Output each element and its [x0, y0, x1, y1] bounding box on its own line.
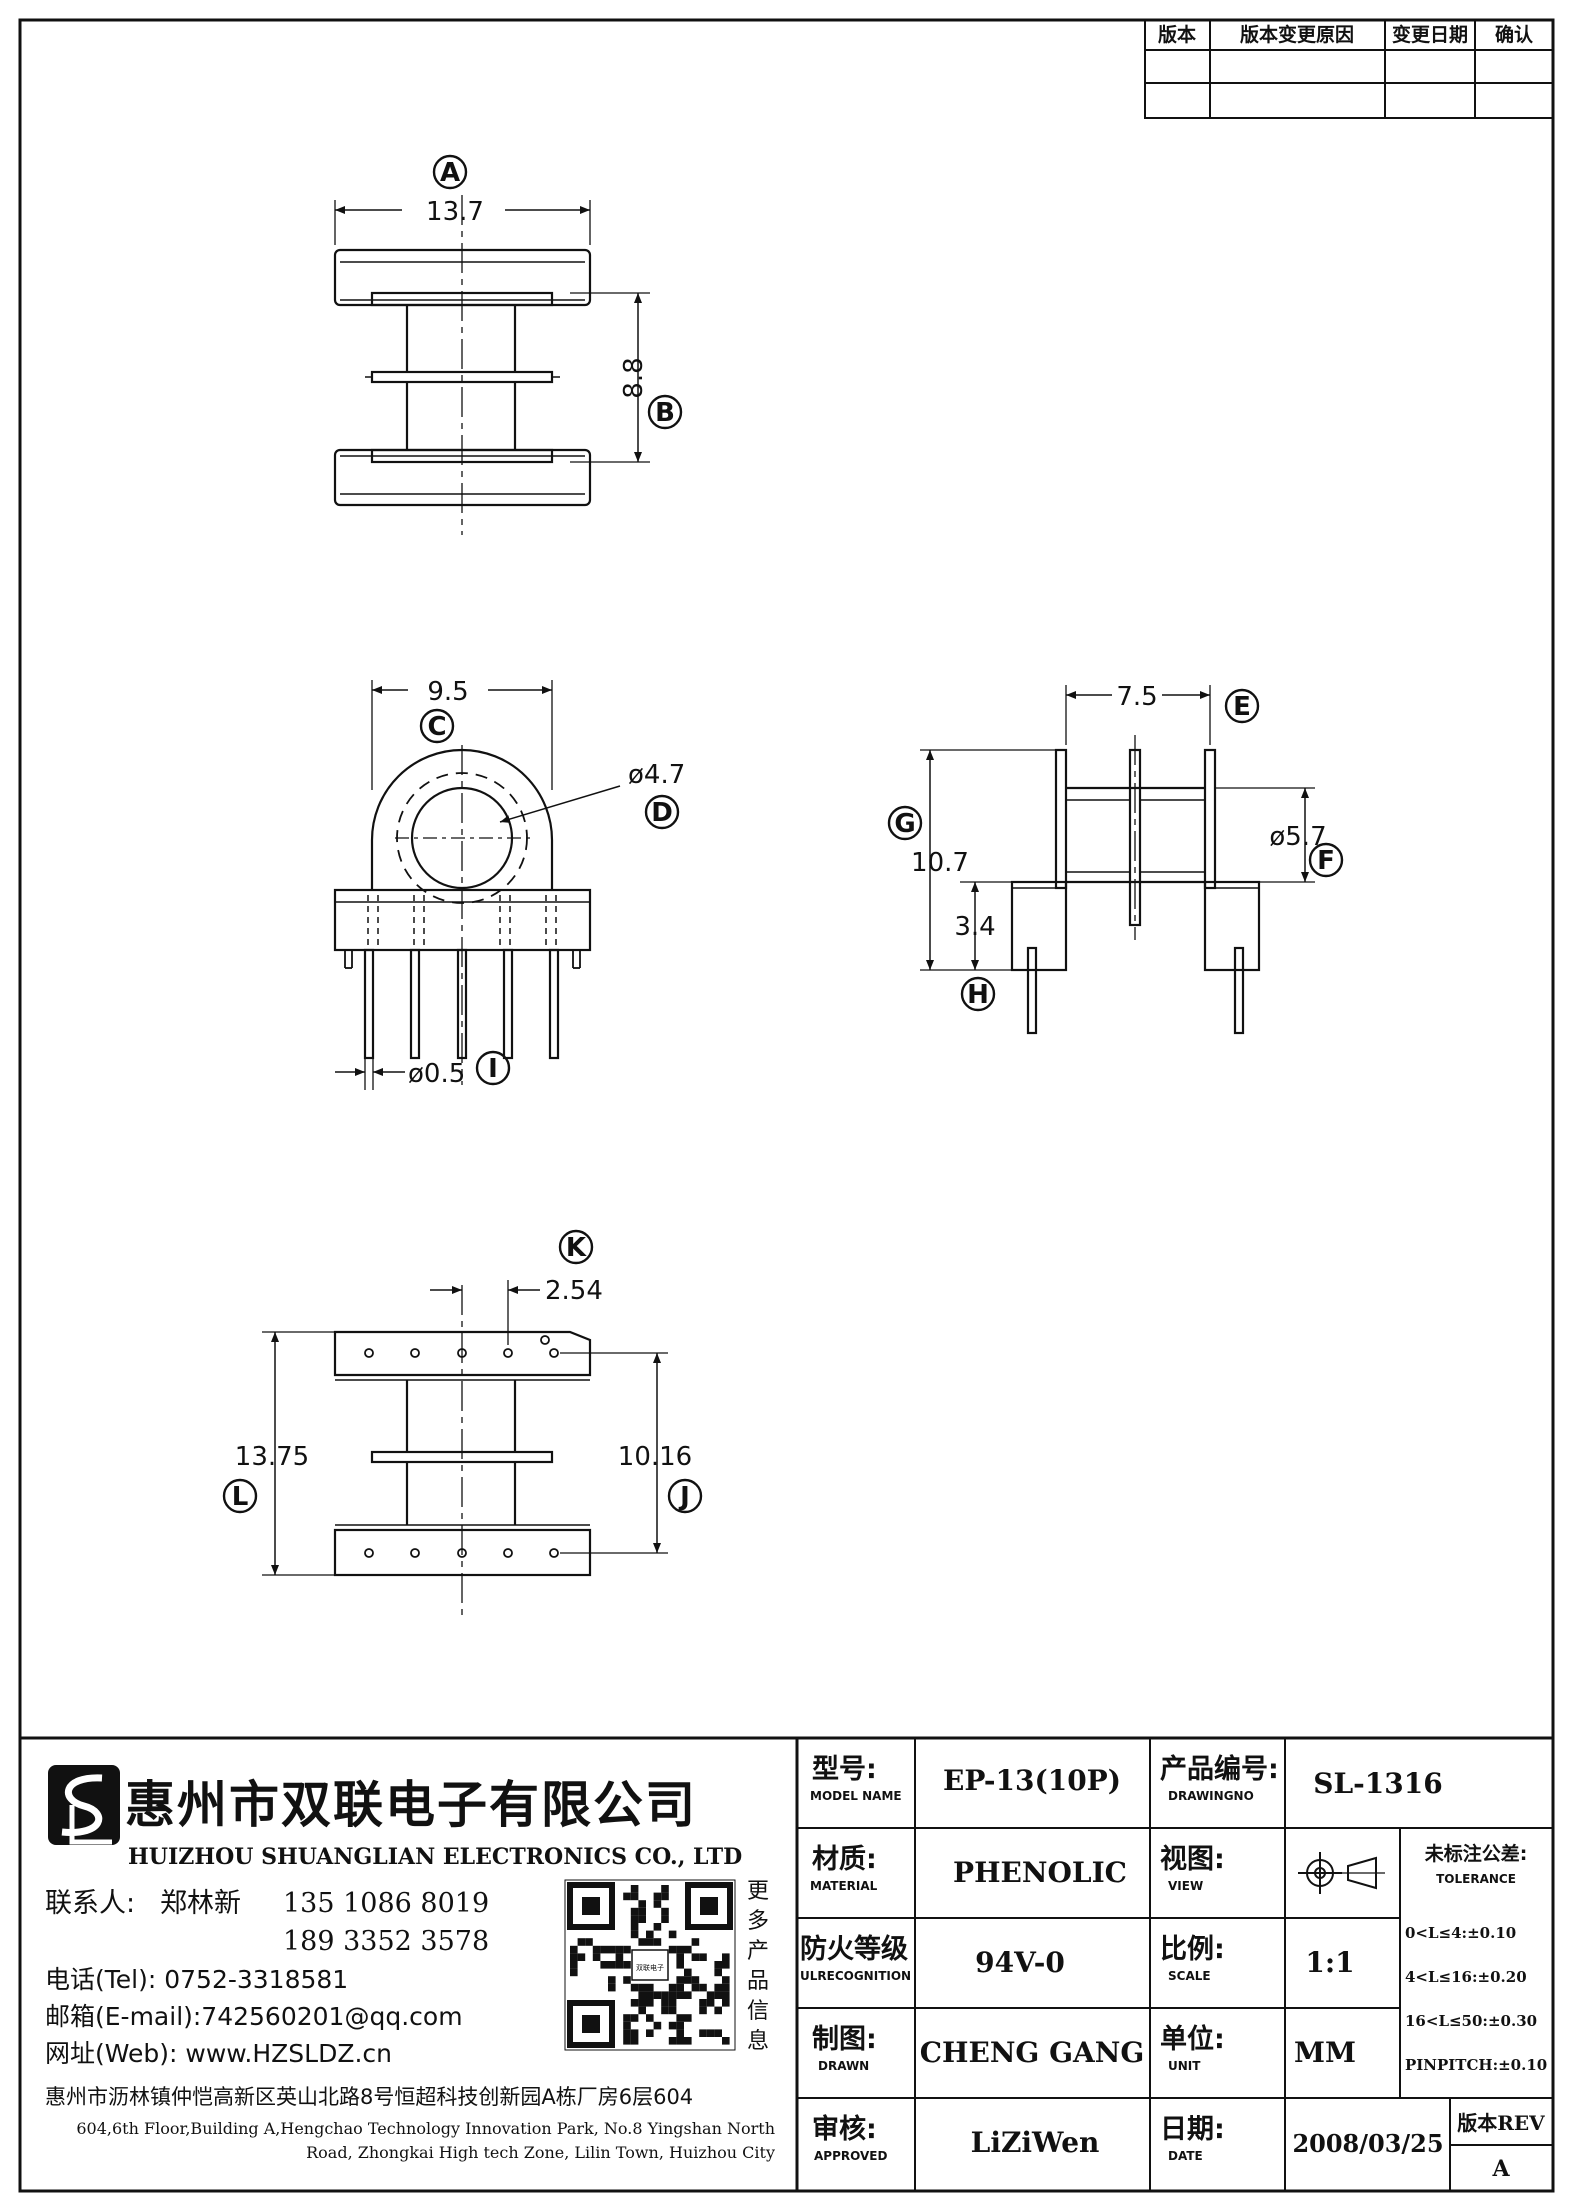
unit-sub: UNIT: [1168, 2059, 1201, 2073]
dim-D-label: D: [651, 798, 673, 828]
material-value: PHENOLIC: [953, 1856, 1127, 1889]
dim-L-value: 13.75: [235, 1442, 309, 1472]
material-label: 材质:: [812, 1844, 877, 1875]
date-label: 日期:: [1160, 2114, 1225, 2145]
dim-I-label: I: [488, 1054, 498, 1084]
address-cn: 惠州市沥林镇仲恺高新区英山北路8号恒超科技创新园A栋厂房6层604: [45, 2085, 693, 2109]
drawing-border: [18, 18, 1555, 2193]
company-logo-icon: [48, 1765, 120, 1845]
svg-text:双联电子: 双联电子: [636, 1963, 664, 1972]
address-en-line-1: 604,6th Floor,Building A,Hengchao Techno…: [76, 2119, 775, 2138]
contact-web: 网址(Web): www.HZSLDZ.cn: [45, 2039, 392, 2068]
date-value: 2008/03/25: [1292, 2129, 1443, 2158]
svg-text:品: 品: [747, 1969, 769, 1994]
tolerance-2: 4<L≤16:±0.20: [1405, 1968, 1527, 1986]
drawingno-value: SL-1316: [1313, 1767, 1442, 1800]
tolerance-1: 0<L≤4:±0.10: [1405, 1924, 1516, 1942]
revision-header-version: 版本: [1158, 23, 1196, 46]
ul-value: 94V-0: [975, 1946, 1065, 1979]
rev-label: 版本REV: [1457, 2111, 1545, 2135]
contact-phone-2: 189 3352 3578: [283, 1926, 489, 1957]
model-label: 型号:: [812, 1754, 877, 1785]
qr-center-badge: 双联电子: [631, 1949, 669, 1981]
address-en-line-2: Road, Zhongkai High tech Zone, Lilin Tow…: [306, 2143, 775, 2162]
model-sub: MODEL NAME: [810, 1789, 902, 1803]
dim-E-label: E: [1233, 692, 1251, 722]
material-sub: MATERIAL: [810, 1879, 878, 1893]
svg-text:信: 信: [747, 1999, 769, 2024]
dim-F-value: ø5.7: [1269, 822, 1326, 852]
view-label: 视图:: [1160, 1844, 1225, 1875]
drawingno-sub: DRAWINGNO: [1168, 1789, 1254, 1803]
approved-sub: APPROVED: [814, 2149, 887, 2163]
top-view: [333, 154, 683, 535]
dim-C-value: 9.5: [427, 677, 468, 707]
title-block-grid: [20, 1736, 1553, 2191]
tolerance-label: 未标注公差:: [1424, 1842, 1528, 1865]
dim-J-label: J: [678, 1482, 690, 1512]
drawn-value: CHENG GANG: [920, 2036, 1144, 2069]
projection-view-icon: [1298, 1852, 1385, 1894]
revision-header-confirm: 确认: [1495, 23, 1533, 46]
drawn-sub: DRAWN: [818, 2059, 869, 2073]
scale-label: 比例:: [1160, 1934, 1225, 1965]
tolerance-4: PINPITCH:±0.10: [1405, 2056, 1547, 2074]
contact-phone-1: 135 1086 8019: [283, 1888, 489, 1919]
revision-header-date: 变更日期: [1392, 23, 1468, 46]
svg-text:产: 产: [747, 1939, 769, 1964]
contact-name: 郑林新: [160, 1888, 241, 1919]
dim-K-label: K: [566, 1233, 587, 1263]
dim-B-label: B: [655, 398, 675, 428]
dim-E-value: 7.5: [1116, 682, 1157, 712]
dim-J-value: 10.16: [618, 1442, 692, 1472]
dim-F-label: F: [1317, 846, 1335, 876]
front-view: [333, 680, 680, 1090]
dim-H-value: 3.4: [954, 912, 995, 942]
scale-value: 1:1: [1305, 1946, 1354, 1979]
contact-label: 联系人:: [45, 1888, 135, 1919]
unit-value: MM: [1294, 2036, 1356, 2069]
contact-tel: 电话(Tel): 0752-3318581: [45, 1965, 348, 1994]
svg-text:息: 息: [747, 2029, 769, 2054]
dim-I-value: ø0.5: [408, 1059, 465, 1089]
model-value: EP-13(10P): [943, 1764, 1121, 1797]
dim-L-label: L: [232, 1482, 249, 1512]
dim-B-value: 8.8: [619, 357, 649, 398]
ul-sub: ULRECOGNITION: [800, 1969, 911, 1983]
bottom-view: [222, 1229, 703, 1615]
drawingno-label: 产品编号:: [1160, 1753, 1279, 1785]
qr-caption: 更 多 产 品 信 息: [747, 1879, 769, 2054]
company-name-cn: 惠州市双联电子有限公司: [125, 1776, 697, 1834]
scale-sub: SCALE: [1168, 1969, 1211, 1983]
dim-D-value: ø4.7: [628, 760, 685, 790]
dim-H-label: H: [967, 980, 989, 1010]
rev-value: A: [1491, 2156, 1510, 2182]
view-sub: VIEW: [1168, 1879, 1203, 1893]
dim-A-value: 13.7: [426, 197, 484, 227]
approved-label: 审核:: [812, 2113, 877, 2145]
date-sub: DATE: [1168, 2149, 1203, 2163]
side-view: [887, 685, 1344, 1035]
ul-label: 防火等级: [800, 1933, 908, 1965]
company-name-en: HUIZHOU SHUANGLIAN ELECTRONICS CO., LTD: [128, 1844, 742, 1870]
unit-label: 单位:: [1160, 2023, 1225, 2055]
dim-A-label: A: [440, 158, 460, 188]
tolerance-sub: TOLERANCE: [1436, 1872, 1516, 1886]
dim-G-label: G: [894, 809, 915, 839]
revision-table: [1144, 19, 1554, 119]
tolerance-3: 16<L≤50:±0.30: [1405, 2012, 1537, 2030]
svg-text:更: 更: [747, 1879, 769, 1904]
approved-value: LiZiWen: [971, 2126, 1100, 2159]
dim-K-value: 2.54: [545, 1276, 603, 1306]
revision-header-reason: 版本变更原因: [1240, 23, 1354, 46]
contact-email: 邮箱(E-mail):742560201@qq.com: [45, 2002, 463, 2031]
drawn-label: 制图:: [812, 2024, 877, 2055]
dim-C-label: C: [427, 712, 446, 742]
svg-text:多: 多: [747, 1909, 769, 1934]
dim-G-value: 10.7: [911, 848, 969, 878]
